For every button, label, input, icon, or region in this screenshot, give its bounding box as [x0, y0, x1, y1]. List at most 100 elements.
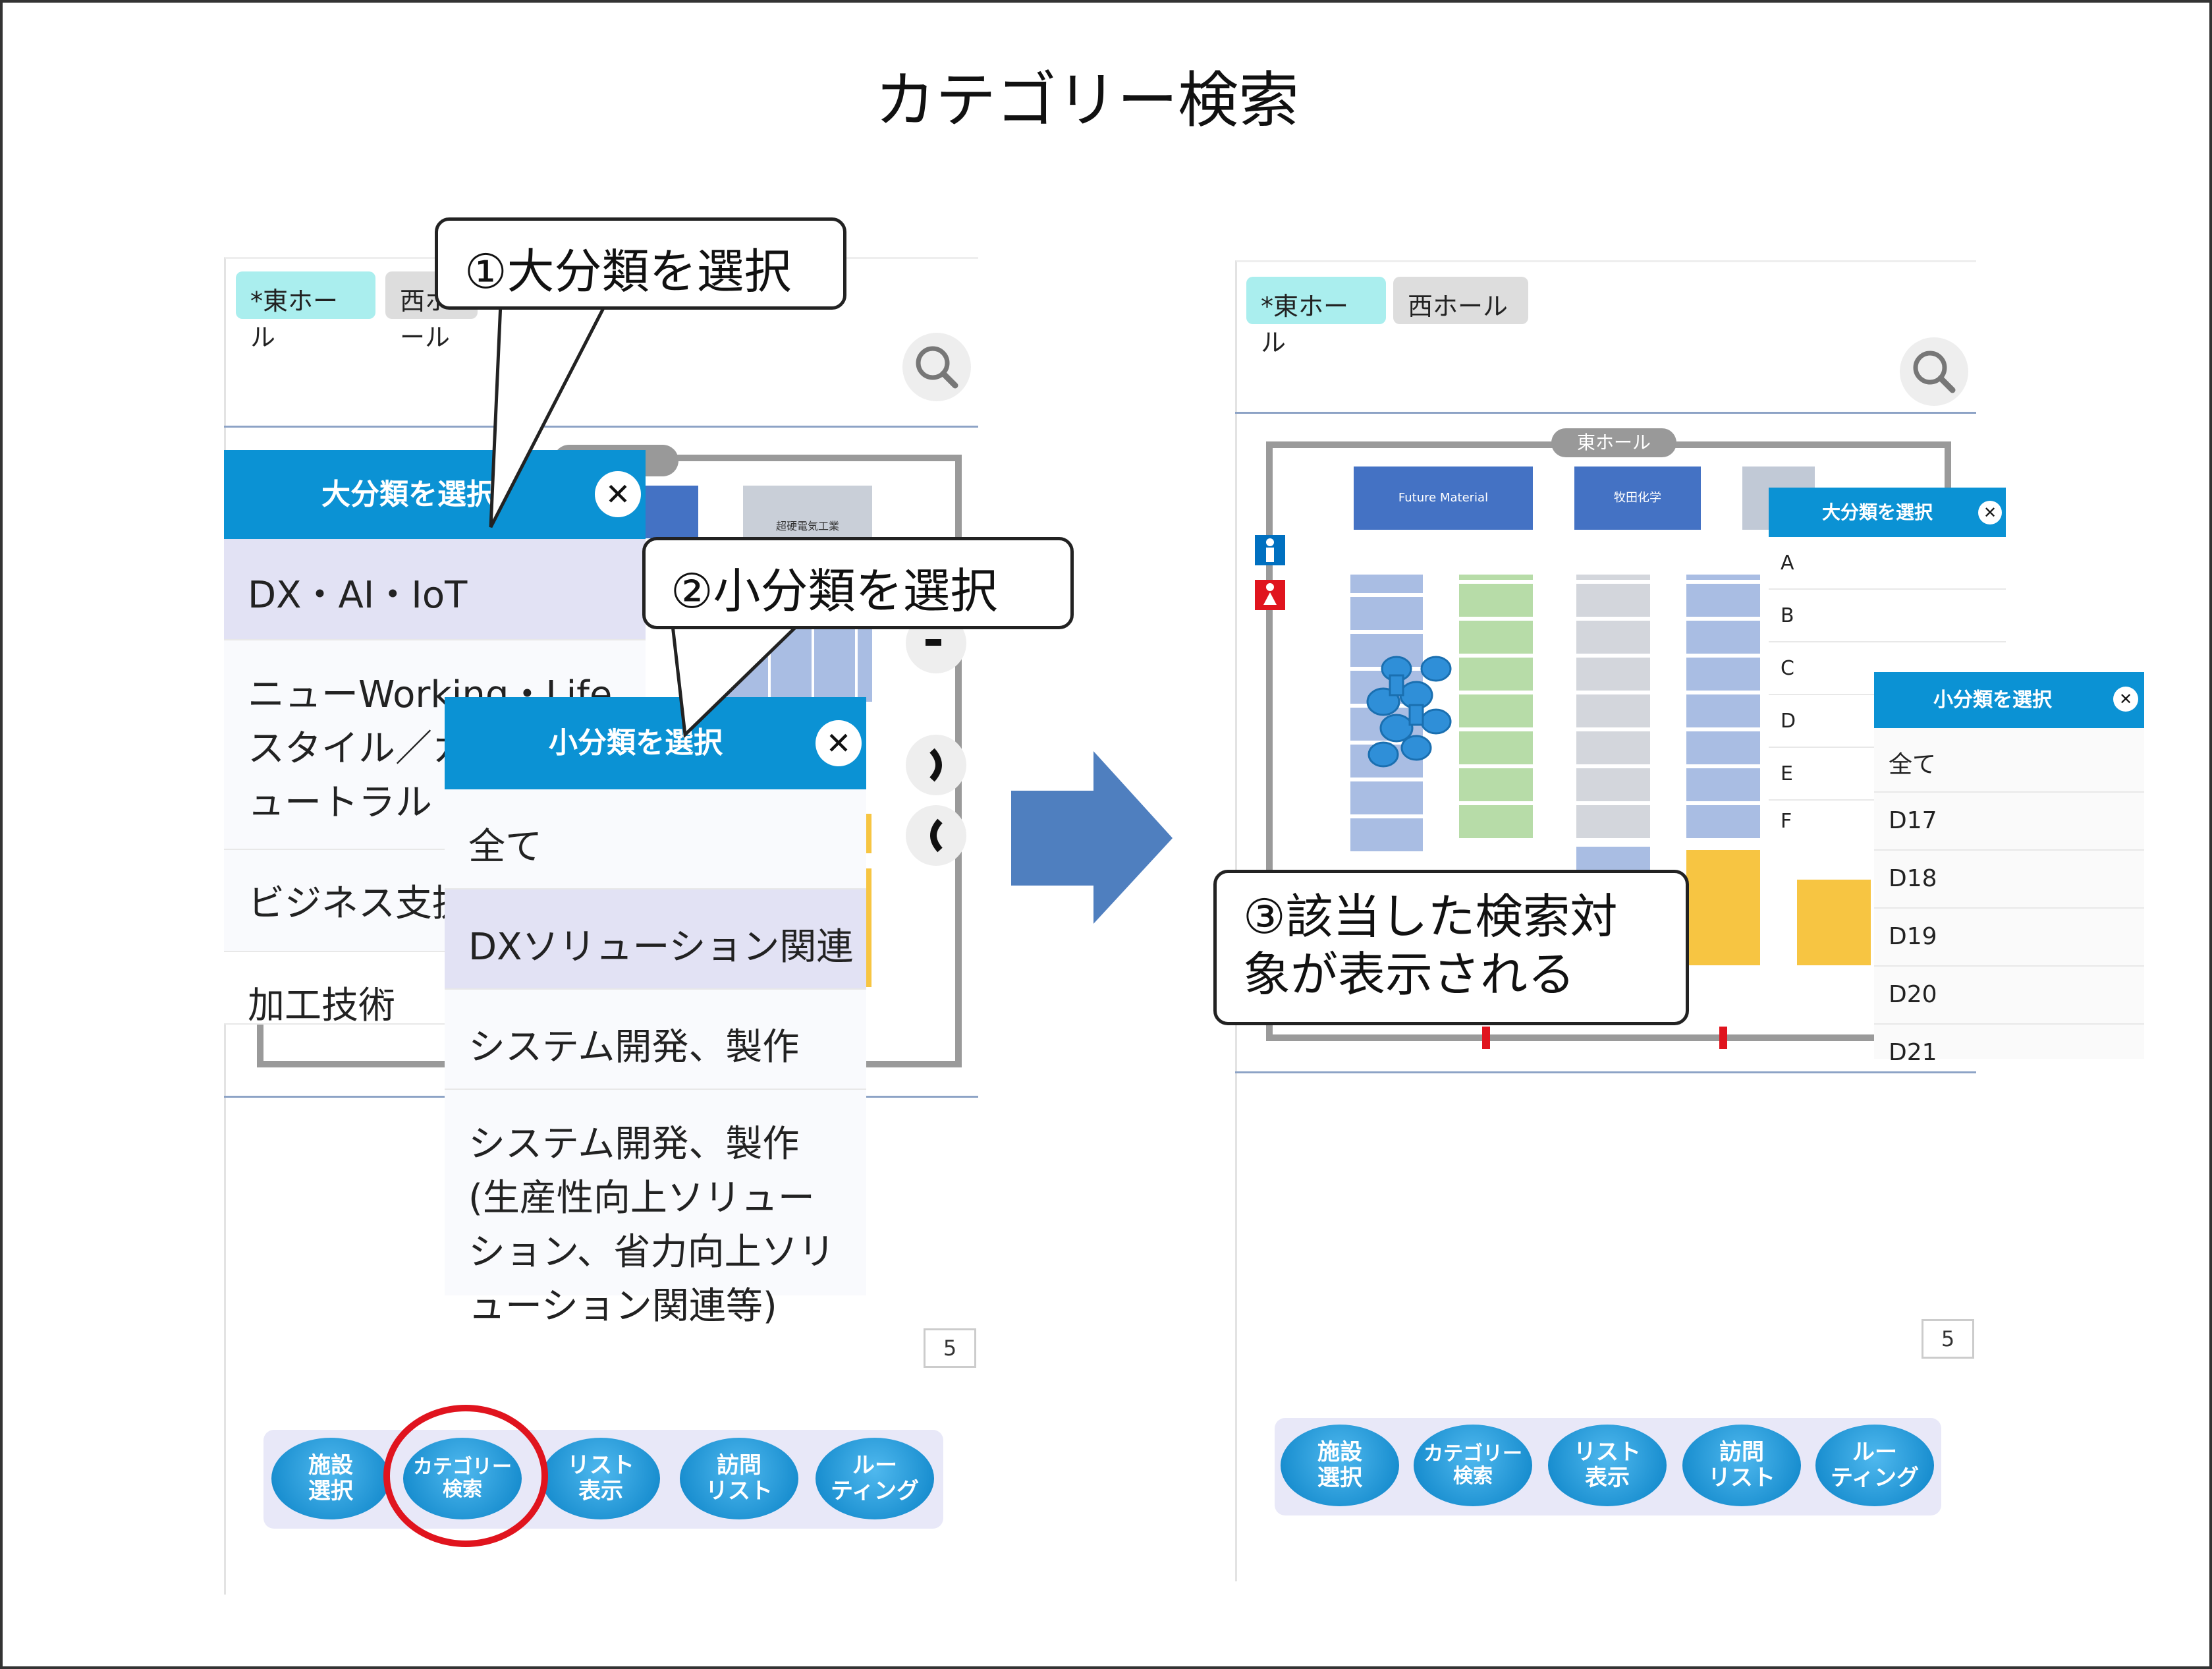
exit-arrow-1 [1482, 1027, 1490, 1049]
close-button-minor-right[interactable]: ✕ [2113, 687, 2138, 712]
rotate-icon [926, 639, 941, 646]
hall-label-right: 東ホール [1551, 428, 1676, 457]
minor-item-d18[interactable]: D18 [1874, 851, 2144, 909]
nav-category-search-right[interactable]: カテゴリー 検索 [1414, 1425, 1532, 1506]
major-item-label: 加工技術 [248, 984, 395, 1027]
search-icon [1913, 351, 1956, 393]
minor-item-d20[interactable]: D20 [1874, 967, 2144, 1025]
nav-visit-list-right[interactable]: 訪問 リスト [1682, 1425, 1801, 1506]
minor-item-label: DXソリューション関連 [468, 926, 854, 969]
major-item-label: B [1781, 604, 1794, 627]
close-button-minor-left[interactable]: ✕ [816, 720, 862, 766]
booth-yellow-2 [1797, 880, 1871, 965]
nav-routing-right[interactable]: ルー ティング [1815, 1425, 1934, 1506]
minor-item-label: D17 [1889, 807, 1937, 834]
major-item-label: E [1781, 762, 1793, 785]
nav-list-view-right[interactable]: リスト 表示 [1548, 1425, 1667, 1506]
rotate-control-2[interactable] [906, 735, 966, 795]
booth-grid-c [1576, 575, 1650, 838]
major-item-label: A [1781, 552, 1794, 575]
restroom-female [1255, 580, 1285, 610]
tab-west-hall-right[interactable]: 西ホール [1393, 277, 1528, 324]
minor-item-d17[interactable]: D17 [1874, 793, 2144, 851]
major-dialog-title: 大分類を選択 [1821, 501, 1933, 523]
major-item-label: F [1781, 810, 1792, 833]
nav-list-view-left[interactable]: リスト 表示 [541, 1438, 660, 1519]
callout-step2: ②小分類を選択 [642, 537, 1074, 629]
map-booth-label: 超硬電気工業 [775, 520, 839, 532]
minor-item-all-right[interactable]: 全て [1874, 728, 2144, 793]
minor-item-label: D19 [1889, 923, 1937, 950]
map-top-divider-left [224, 426, 978, 428]
booth-makita: 牧田化学 [1574, 467, 1701, 530]
map-pin-icon [1366, 656, 1452, 768]
exit-arrow-2 [1719, 1027, 1727, 1049]
rotate-icon [929, 748, 942, 782]
scroll-edge-accent [866, 814, 871, 853]
booth-grid-d [1686, 575, 1760, 838]
major-category-dialog-header-left: 大分類を選択 [224, 450, 646, 539]
booth-label: 牧田化学 [1614, 491, 1661, 505]
booth-future-material: Future Material [1354, 467, 1533, 530]
search-result-pins [1366, 656, 1452, 768]
rotate-control-3[interactable] [906, 805, 966, 866]
map-booth-left-2: 超硬電気工業 [743, 486, 872, 538]
tab-east-hall-right[interactable]: *東ホール [1246, 277, 1386, 357]
major-item-label: C [1781, 657, 1794, 680]
callout-step3: ③該当した検索対象が表示される [1213, 870, 1689, 1025]
nav-visit-list-left[interactable]: 訪問 リスト [680, 1438, 798, 1519]
scroll-edge-accent [866, 868, 871, 987]
major-item-b[interactable]: B [1769, 590, 2006, 642]
search-button-right[interactable] [1900, 337, 1968, 406]
male-restroom-icon [1266, 538, 1274, 562]
page-number-right: 5 [1922, 1319, 1974, 1359]
minor-item-label: システム開発、製作(生産性向上ソリューション、省力向上ソリューション関連等) [468, 1123, 835, 1328]
minor-dialog-title: 小分類を選択 [549, 726, 723, 760]
close-button-major-right[interactable]: ✕ [1978, 501, 2002, 524]
transition-arrow [1011, 751, 1173, 924]
close-button-major-left[interactable]: ✕ [595, 471, 641, 517]
close-icon: ✕ [1983, 503, 1997, 522]
nav-facility-select-right[interactable]: 施設 選択 [1281, 1425, 1399, 1506]
close-icon: ✕ [605, 476, 631, 512]
map-bottom-divider-right [1235, 1071, 1976, 1073]
map-top-divider-right [1235, 412, 1976, 414]
rotate-icon [930, 818, 943, 853]
close-icon: ✕ [825, 725, 852, 761]
booth-grid-b [1459, 575, 1533, 838]
minor-item-system-dev-productivity[interactable]: システム開発、製作(生産性向上ソリューション、省力向上ソリューション関連等) [445, 1090, 866, 1328]
booth-label: Future Material [1398, 491, 1489, 505]
tab-west-hall-left[interactable]: 西ホール [385, 271, 478, 352]
search-button-left[interactable] [902, 333, 971, 401]
minor-category-dialog-header-left: 小分類を選択 [445, 697, 866, 789]
close-icon: ✕ [2118, 690, 2133, 708]
minor-item-label: D21 [1889, 1039, 1937, 1066]
minor-item-label: 全て [468, 826, 542, 868]
major-item-dx[interactable]: DX・AI・IoT [224, 539, 646, 640]
minor-item-d19[interactable]: D19 [1874, 909, 2144, 967]
major-item-a[interactable]: A [1769, 537, 2006, 590]
slide-title: カテゴリー検索 [874, 65, 1299, 136]
minor-category-dialog-header-right: 小分類を選択 [1874, 672, 2144, 728]
page-number-left: 5 [924, 1328, 976, 1368]
minor-item-label: D18 [1889, 865, 1937, 892]
major-item-label: D [1781, 710, 1796, 733]
major-item-label: DX・AI・IoT [248, 574, 468, 617]
nav-facility-select-left[interactable]: 施設 選択 [271, 1438, 390, 1519]
booth-yellow-1 [1686, 850, 1760, 965]
nav-routing-left[interactable]: ルー ティング [816, 1438, 934, 1519]
tab-east-hall-left[interactable]: *東ホール [236, 271, 375, 352]
minor-item-dx-solution[interactable]: DXソリューション関連 [445, 890, 866, 990]
major-category-dialog-header-right: 大分類を選択 [1769, 488, 2006, 537]
minor-item-label: D20 [1889, 981, 1937, 1008]
restroom-male [1255, 535, 1285, 565]
female-restroom-icon [1263, 583, 1277, 605]
minor-item-d21[interactable]: D21 [1874, 1025, 2144, 1066]
callout-step1: ①大分類を選択 [435, 217, 846, 310]
minor-item-system-dev[interactable]: システム開発、製作 [445, 990, 866, 1090]
minor-item-all[interactable]: 全て [445, 789, 866, 890]
minor-dialog-title: 小分類を選択 [1933, 689, 2052, 712]
minor-item-label: 全て [1889, 751, 1937, 778]
minor-item-label: システム開発、製作 [468, 1026, 800, 1069]
